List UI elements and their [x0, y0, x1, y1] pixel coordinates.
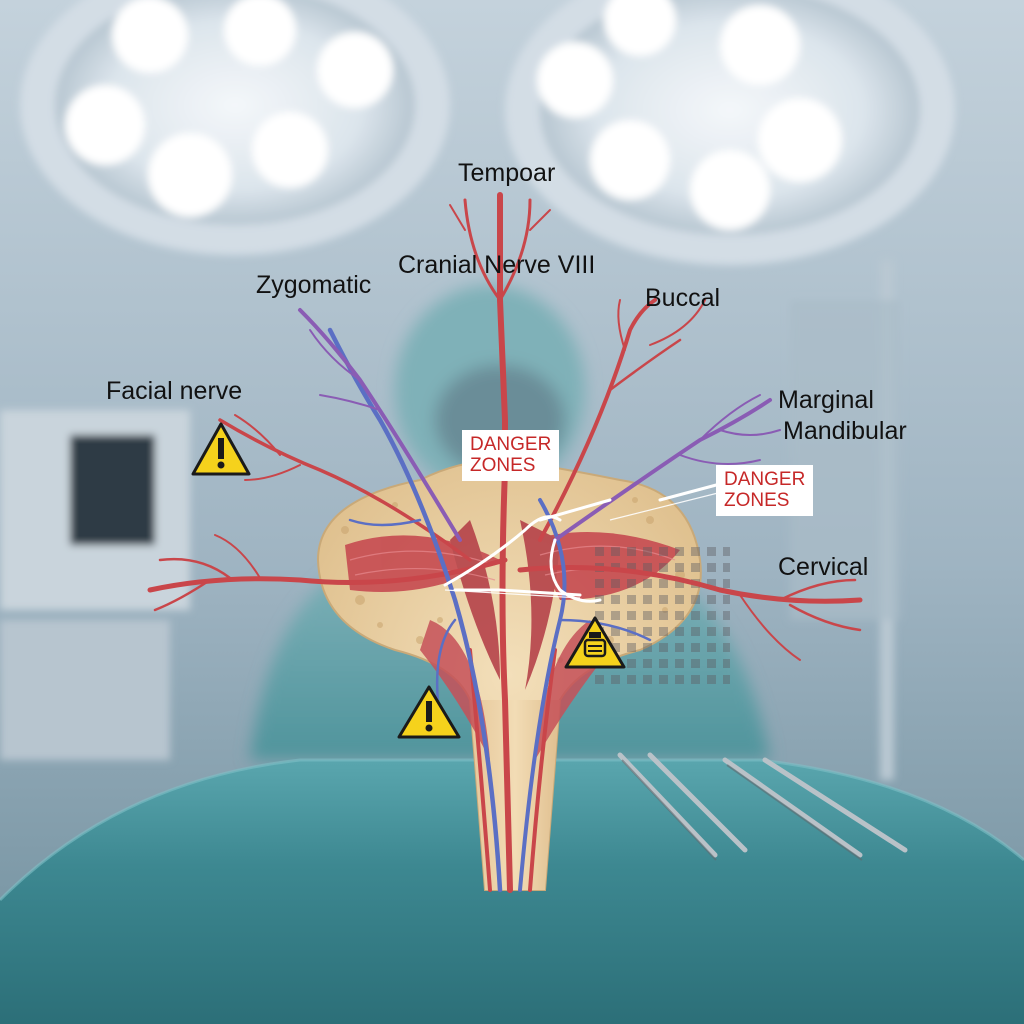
danger-zone-subtitle: ZONES	[724, 490, 790, 512]
label-cranial-nerve: Cranial Nerve VIII	[398, 251, 596, 279]
danger-zone-callout: DANGER ZONES	[716, 465, 814, 516]
monitor	[0, 410, 190, 760]
label-temporal: Tempoar	[458, 159, 556, 187]
danger-zone-callout: DANGER ZONES	[462, 430, 560, 481]
warning-triangle-icon	[564, 616, 626, 669]
label-buccal: Buccal	[645, 284, 721, 312]
label-facial-nerve: Facial nerve	[106, 377, 243, 405]
danger-zone-title: DANGER	[724, 469, 806, 490]
label-cervical: Cervical	[778, 553, 869, 581]
vein-branches	[327, 327, 652, 893]
danger-zone-title: DANGER	[470, 434, 552, 455]
retractor-overlay	[443, 478, 737, 603]
label-zygomatic: Zygomatic	[256, 271, 372, 299]
surgical-lamp-right	[505, 0, 955, 265]
nerve-branches	[298, 308, 781, 542]
surgical-instruments	[617, 752, 908, 858]
surgical-lamp-left	[20, 0, 450, 255]
label-mandibular: Mandibular	[783, 417, 907, 445]
warning-triangle-icon	[191, 422, 251, 476]
label-marginal: Marginal	[778, 386, 874, 414]
warning-triangle-icon	[397, 685, 461, 739]
danger-zone-subtitle: ZONES	[470, 455, 536, 477]
